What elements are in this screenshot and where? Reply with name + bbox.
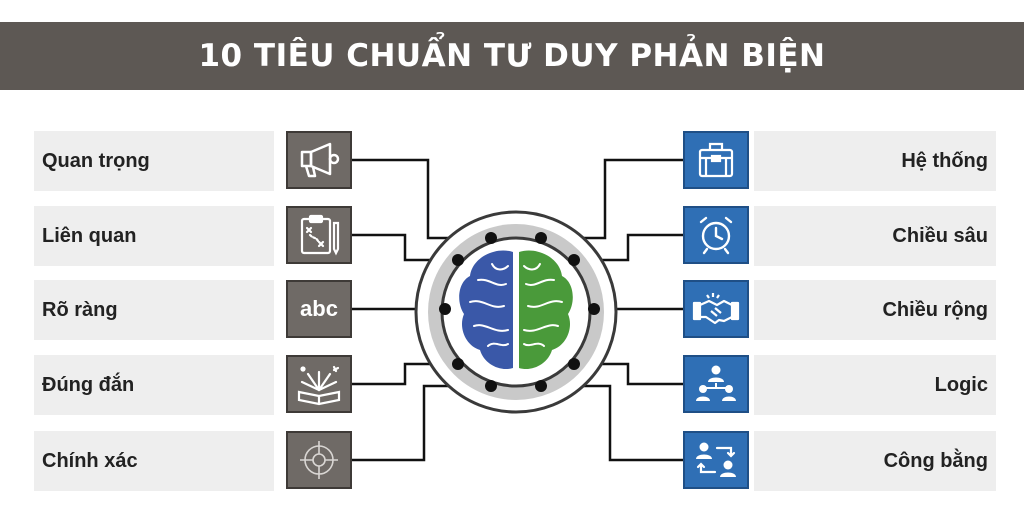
- alarm-clock-icon: [683, 206, 749, 264]
- criterion-label-right-3: Chiều rộng: [754, 280, 996, 340]
- criterion-label-left-3: Rõ ràng: [34, 280, 274, 340]
- criterion-label-left-1: Quan trọng: [34, 131, 274, 191]
- megaphone-icon: [286, 131, 352, 189]
- outer-ring: [414, 210, 618, 414]
- title-banner: 10 TIÊU CHUẨN TƯ DUY PHẢN BIỆN: [0, 22, 1024, 90]
- criterion-label-left-4: Đúng đắn: [34, 355, 274, 415]
- criterion-label-left-2: Liên quan: [34, 206, 274, 266]
- briefcase-icon: [683, 131, 749, 189]
- abc-icon: abc: [286, 280, 352, 338]
- handshake-icon: [683, 280, 749, 338]
- criterion-label-right-4: Logic: [754, 355, 996, 415]
- hierarchy-icon: [683, 355, 749, 413]
- inner-ring: [440, 236, 592, 388]
- target-icon: [286, 431, 352, 489]
- criterion-label-left-5: Chính xác: [34, 431, 274, 491]
- criterion-label-right-5: Công bằng: [754, 431, 996, 491]
- criterion-label-right-1: Hệ thống: [754, 131, 996, 191]
- page-title: 10 TIÊU CHUẨN TƯ DUY PHẢN BIỆN: [198, 38, 826, 74]
- exchange-people-icon: [683, 431, 749, 489]
- criterion-label-right-2: Chiều sâu: [754, 206, 996, 266]
- abc-icon-text: abc: [300, 296, 338, 321]
- clipboard-plan-icon: [286, 206, 352, 264]
- brain-icon: [459, 250, 573, 370]
- open-book-icon: [286, 355, 352, 413]
